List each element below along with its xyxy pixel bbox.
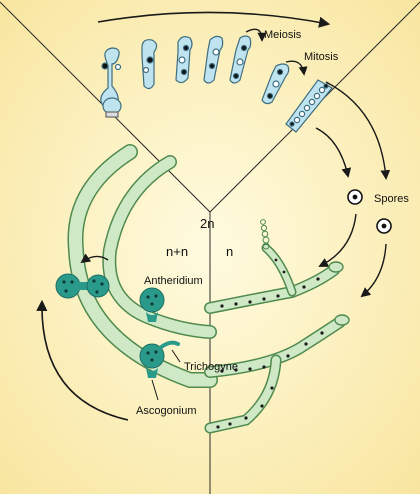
germ-tube-beads: [260, 219, 270, 250]
left-cycle-arrow: [36, 299, 129, 421]
mature-ascus: [285, 79, 333, 133]
ascus-stage-5: [229, 35, 252, 84]
hyphal-tip-2: [334, 314, 350, 326]
hyphae-nuclei: [216, 258, 324, 429]
antheridium-label: Antheridium: [144, 275, 203, 287]
mitosis-label: Mitosis: [304, 51, 339, 63]
spore-germination-arrow-1: [318, 213, 357, 267]
fusion-arrow: [80, 253, 109, 264]
ascus-stage-1: [100, 47, 122, 118]
spores-label: Spores: [374, 193, 409, 205]
mitosis-arrow: [285, 60, 308, 76]
ploidy-n-label: n: [226, 244, 233, 259]
antheridium: [139, 287, 165, 322]
ascus-stage-2: [141, 39, 158, 90]
trichogyne: [158, 340, 180, 350]
ascogonium: [139, 340, 180, 378]
ascus-to-spore-arrow-2: [315, 127, 352, 178]
ascus-to-spore-arrow-1: [325, 81, 391, 180]
ascus-stage-3: [175, 36, 193, 84]
meiosis-label: Meiosis: [264, 29, 302, 41]
ploidy-dikaryon-label: n+n: [166, 244, 188, 259]
spore-germination-arrow-2: [360, 243, 387, 298]
top-cycle-arrow: [97, 11, 331, 28]
hyphal-tip-1: [328, 261, 344, 273]
meiosis-arrow: [245, 28, 267, 42]
trichogyne-leader: [171, 349, 181, 363]
ascogonium-label: Ascogonium: [136, 405, 197, 417]
ascus-stages: [100, 35, 333, 133]
ascus-stage-4: [203, 35, 224, 84]
ascogonium-leader: [151, 379, 159, 401]
spores: [347, 189, 392, 234]
fused-gametangia: [55, 273, 110, 299]
trichogyne-label: Trichogyne: [184, 361, 238, 373]
ploidy-2n-label: 2n: [200, 216, 214, 231]
ascus-stage-6: [261, 63, 290, 105]
